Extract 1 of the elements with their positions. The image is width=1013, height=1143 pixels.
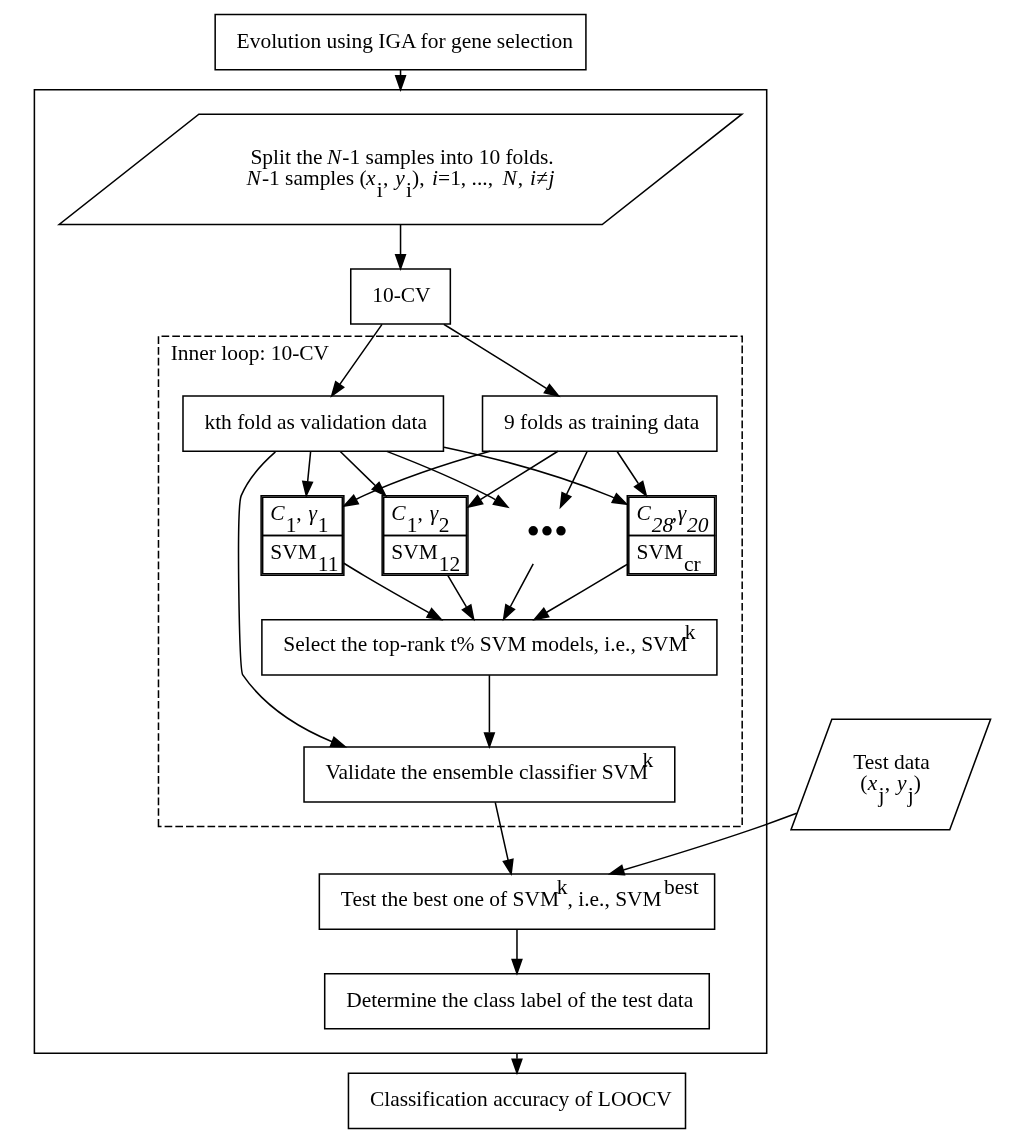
- node-text: •••: [526, 510, 569, 555]
